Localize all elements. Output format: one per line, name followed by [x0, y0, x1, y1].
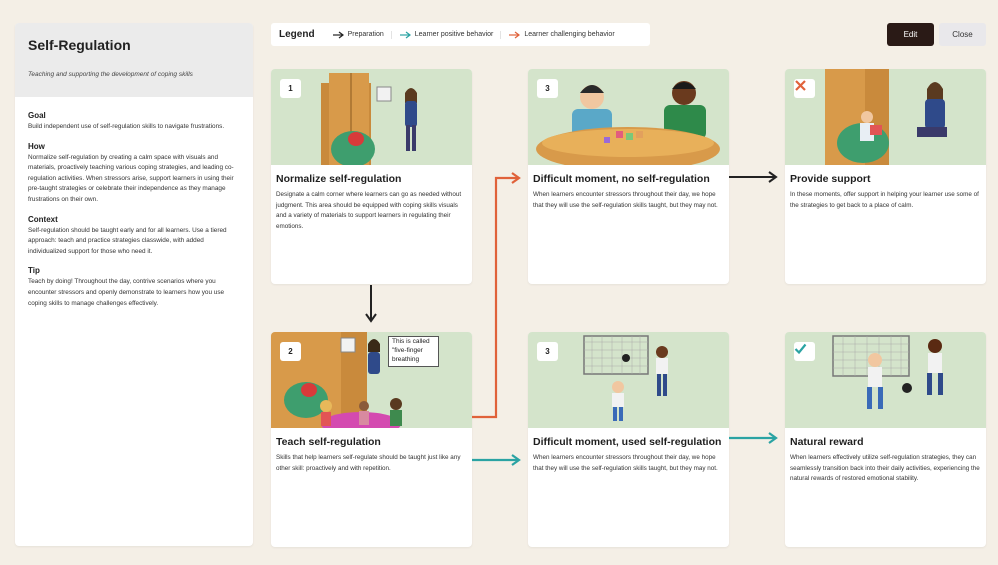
arrow-challenging: [472, 172, 521, 419]
illustration-table: 3: [528, 69, 729, 165]
check-mark-icon: [794, 343, 807, 355]
arrow-preparation: [365, 285, 377, 323]
how-section: How Normalize self-regulation by creatin…: [28, 142, 240, 206]
arrow-positive: [472, 454, 521, 466]
arrow-to-support: [729, 171, 778, 183]
tip-section: Tip Teach by doing! Throughout the day, …: [28, 266, 240, 309]
legend-item-challenging: Learner challenging behavior: [500, 30, 621, 39]
illustration-calm-corner: 1: [271, 69, 472, 165]
black-arrow-icon: [332, 31, 344, 38]
section-text: Teach by doing! Throughout the day, cont…: [28, 278, 225, 307]
check-mark-badge: [794, 342, 815, 361]
card-natural-reward[interactable]: Natural reward When learners effectively…: [785, 332, 986, 547]
card-teach[interactable]: This is called "five-finger breathing 2 …: [271, 332, 472, 547]
card-description: When learners effectively utilize self-r…: [790, 454, 980, 482]
step-badge: 2: [280, 342, 301, 361]
page-subtitle: Teaching and supporting the development …: [28, 71, 193, 78]
section-heading: Tip: [28, 266, 40, 276]
legend-label: Preparation: [347, 31, 384, 38]
section-heading: Context: [28, 214, 58, 224]
context-section: Context Self-regulation should be taught…: [28, 215, 240, 258]
card-title: Difficult moment, used self-regulation: [533, 436, 722, 448]
sidebar-panel: Self-Regulation Teaching and supporting …: [15, 23, 253, 546]
card-description: Skills that help learners self-regulate …: [276, 454, 461, 472]
legend-label: Learner positive behavior: [414, 31, 494, 38]
card-normalize[interactable]: 1 Normalize self-regulation Designate a …: [271, 69, 472, 284]
x-mark-badge: [794, 79, 815, 98]
card-description: In these moments, offer support in helpi…: [790, 191, 979, 209]
soccer-goal-illustration: [583, 335, 668, 421]
arrow-to-reward: [729, 432, 778, 444]
speech-bubble: This is called "five-finger breathing: [388, 336, 439, 367]
legend-title: Legend: [279, 29, 315, 40]
sidebar-header: Self-Regulation Teaching and supporting …: [15, 23, 253, 97]
support-illustration: [825, 69, 947, 165]
legend-label: Learner challenging behavior: [524, 31, 615, 38]
teaching-illustration: [271, 332, 402, 428]
goal-section: Goal Build independent use of self-regul…: [28, 111, 240, 133]
legend-bar: Legend Preparation Learner positive beha…: [271, 23, 650, 46]
card-title: Provide support: [790, 173, 871, 185]
card-provide-support[interactable]: Provide support In these moments, offer …: [785, 69, 986, 284]
card-difficult-no-regulation[interactable]: 3 Difficult moment, no self-regulation W…: [528, 69, 729, 284]
card-description: When learners encounter stressors throug…: [533, 191, 718, 209]
section-text: Normalize self-regulation by creating a …: [28, 153, 234, 203]
card-title: Natural reward: [790, 436, 864, 448]
card-title: Difficult moment, no self-regulation: [533, 173, 710, 185]
section-heading: Goal: [28, 111, 46, 120]
section-text: Build independent use of self-regulation…: [28, 123, 225, 130]
edit-button[interactable]: Edit: [887, 23, 934, 46]
section-text: Self-regulation should be taught early a…: [28, 226, 227, 255]
step-badge: 1: [280, 79, 301, 98]
table-illustration: [536, 81, 720, 165]
illustration-teaching: This is called "five-finger breathing 2: [271, 332, 472, 428]
orange-arrow-icon: [509, 31, 521, 38]
step-badge: 3: [537, 342, 558, 361]
card-title: Normalize self-regulation: [276, 173, 402, 185]
card-difficult-used-regulation[interactable]: 3 Difficult moment, used self-regulation…: [528, 332, 729, 547]
calm-corner-illustration: [321, 73, 417, 165]
illustration-playing-soccer: [785, 332, 986, 428]
x-mark-icon: [795, 80, 806, 91]
illustration-soccer-goal: 3: [528, 332, 729, 428]
card-title: Teach self-regulation: [276, 436, 381, 448]
illustration-support: [785, 69, 986, 165]
step-badge: 3: [537, 79, 558, 98]
close-button[interactable]: Close: [939, 23, 986, 46]
playing-soccer-illustration: [832, 335, 943, 409]
legend-item-positive: Learner positive behavior: [390, 30, 501, 39]
section-heading: How: [28, 141, 45, 151]
legend-item-preparation: Preparation: [325, 31, 391, 39]
sidebar-body: Goal Build independent use of self-regul…: [15, 97, 253, 332]
teal-arrow-icon: [399, 31, 411, 38]
card-description: When learners encounter stressors throug…: [533, 454, 718, 472]
page-title: Self-Regulation: [28, 37, 131, 53]
card-description: Designate a calm corner where learners c…: [276, 191, 462, 230]
